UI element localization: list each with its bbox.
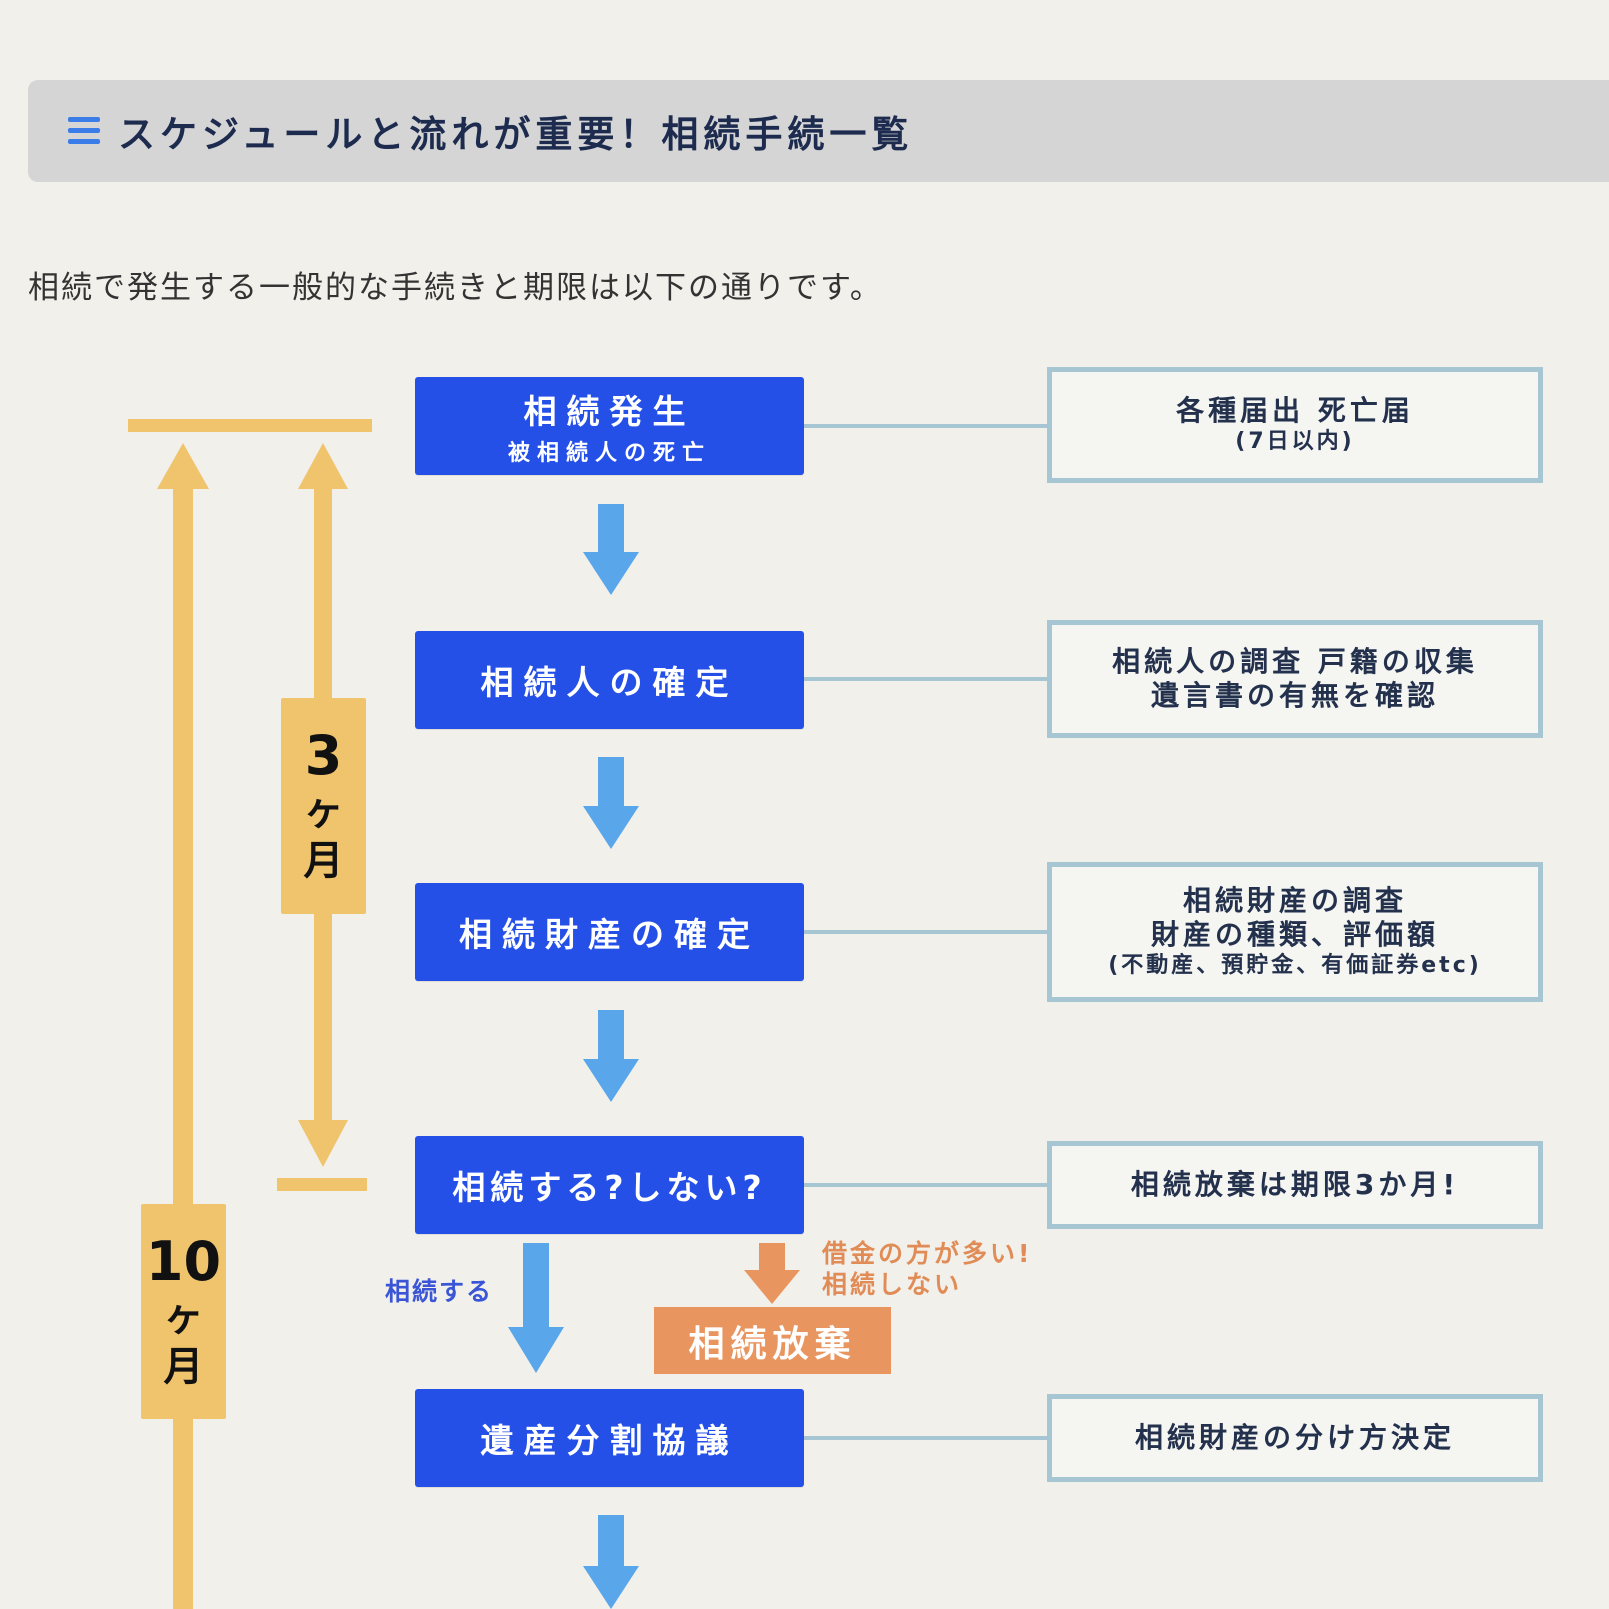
note-renounce-deadline: 相続放棄は期限3か月! (1047, 1141, 1543, 1229)
branch-label-line: 相続しない (822, 1270, 963, 1299)
note-line: 相続財産の調査 (1182, 884, 1407, 917)
step-estate-division: 遺産分割協議 (415, 1389, 804, 1487)
ten-month-line (173, 484, 193, 1609)
branch-label-inherit: 相続する (385, 1277, 494, 1306)
period-badge-3-months: 3 ヶ 月 (281, 698, 366, 914)
note-line: (7日以内) (1235, 429, 1355, 454)
down-arrow-5 (583, 1515, 639, 1609)
section-heading: スケジュールと流れが重要！相続手続一覧 (28, 80, 1609, 182)
period-unit: ヶ (303, 788, 344, 834)
note-line: 相続人の調査 戸籍の収集 (1112, 645, 1478, 678)
note-asset-survey: 相続財産の調査 財産の種類、評価額 (不動産、預貯金、有価証券etc) (1047, 862, 1543, 1002)
note-line: (不動産、預貯金、有価証券etc) (1108, 953, 1482, 978)
step-label: 相続人の確定 (480, 663, 739, 702)
note-division-decision: 相続財産の分け方決定 (1047, 1394, 1543, 1482)
down-arrow-2 (583, 757, 639, 849)
section-title: スケジュールと流れが重要！相続手続一覧 (118, 113, 914, 156)
note-line: 相続財産の分け方決定 (1134, 1421, 1455, 1454)
step-label: 相続財産の確定 (459, 915, 760, 954)
three-month-bottom-bar (277, 1178, 367, 1191)
branch-label-line: 借金の方が多い! (822, 1239, 1033, 1268)
three-month-arrowhead-up (298, 443, 348, 489)
step-label: 遺産分割協議 (480, 1421, 739, 1460)
connector-3 (804, 930, 1047, 934)
renounce-box: 相続放棄 (654, 1307, 891, 1374)
period-unit: 月 (303, 838, 344, 884)
down-arrow-1 (583, 504, 639, 595)
period-unit: ヶ (163, 1293, 204, 1340)
connector-2 (804, 677, 1047, 681)
note-line: 財産の種類、評価額 (1150, 918, 1439, 951)
step-sublabel: 被相続人の死亡 (507, 441, 711, 466)
period-badge-10-months: 10 ヶ 月 (141, 1204, 226, 1419)
period-number: 3 (304, 724, 343, 787)
step-assets-determined: 相続財産の確定 (415, 883, 804, 981)
down-arrow-inherit (508, 1243, 564, 1373)
intro-text: 相続で発生する一般的な手続きと期限は以下の通りです。 (28, 270, 883, 306)
step-heirs-determined: 相続人の確定 (415, 631, 804, 729)
connector-1 (804, 424, 1047, 428)
step-label: 相続発生 (523, 392, 696, 431)
note-line: 相続放棄は期限3か月! (1130, 1168, 1460, 1201)
menu-icon (68, 117, 100, 145)
period-number: 10 (145, 1229, 222, 1293)
three-month-arrowhead-down (298, 1120, 348, 1167)
note-heir-survey: 相続人の調査 戸籍の収集 遺言書の有無を確認 (1047, 620, 1543, 738)
ten-month-arrowhead-up (157, 443, 209, 489)
note-notifications: 各種届出 死亡届 (7日以内) (1047, 367, 1543, 483)
step-inheritance-start: 相続発生 被相続人の死亡 (415, 377, 804, 475)
down-arrow-3 (583, 1010, 639, 1102)
period-unit: 月 (163, 1343, 204, 1390)
note-line: 遺言書の有無を確認 (1150, 679, 1439, 712)
connector-5 (804, 1436, 1047, 1440)
timeline-top-bar (128, 419, 372, 432)
down-arrow-renounce (744, 1243, 800, 1304)
branch-label-not-inherit: 借金の方が多い! 相続しない (822, 1238, 1032, 1300)
note-line: 各種届出 死亡届 (1176, 394, 1414, 427)
step-label: 相続する?しない? (452, 1168, 767, 1207)
connector-4 (804, 1183, 1047, 1187)
step-inherit-or-not: 相続する?しない? (415, 1136, 804, 1234)
